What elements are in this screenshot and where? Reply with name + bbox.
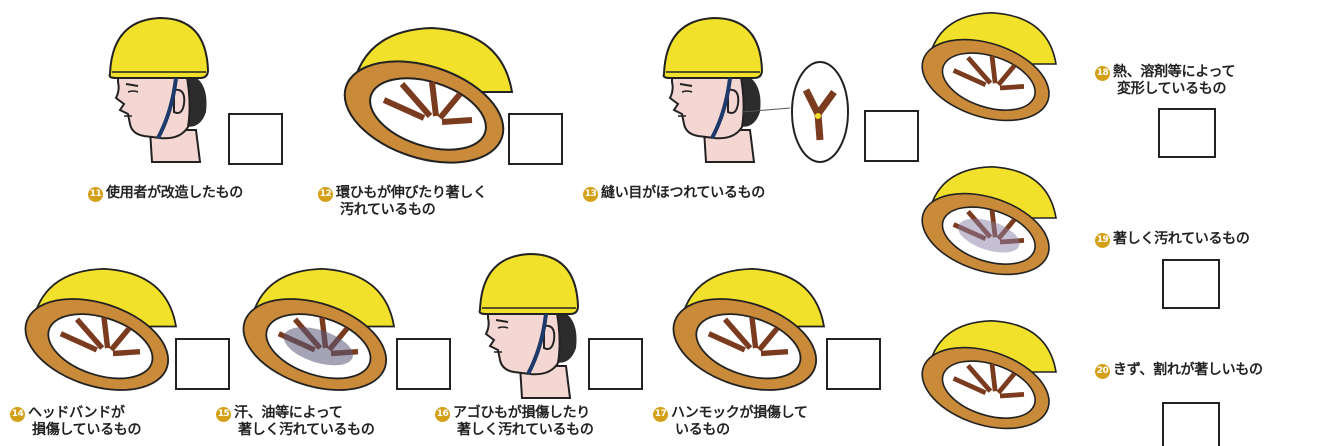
checkbox-14[interactable] [175, 338, 230, 390]
checkbox-15[interactable] [396, 338, 451, 390]
checkbox-18[interactable] [1158, 108, 1216, 158]
checkbox-16[interactable] [588, 338, 643, 390]
helmet-heat-deformed-illustration [912, 4, 1072, 132]
helmet-hammock-damaged-illustration [662, 262, 842, 400]
number-badge: 16 [435, 407, 450, 422]
helmet-modified-illustration [107, 16, 210, 164]
helmet-headband-damaged-illustration [14, 262, 194, 400]
helmet-strap-stretched-illustration [332, 22, 532, 172]
checkbox-12[interactable] [508, 113, 563, 165]
checkbox-19[interactable] [1162, 259, 1220, 309]
checkbox-11[interactable] [228, 113, 283, 165]
number-badge: 14 [10, 407, 25, 422]
number-badge: 19 [1095, 233, 1110, 248]
number-badge: 18 [1095, 66, 1110, 81]
helmet-heavily-soiled-illustration [912, 158, 1072, 286]
helmet-cracked-illustration [912, 312, 1072, 440]
number-badge: 12 [318, 187, 333, 202]
number-badge: 20 [1095, 364, 1110, 379]
number-badge: 17 [653, 407, 668, 422]
number-badge: 13 [583, 187, 598, 202]
checkbox-17[interactable] [826, 338, 881, 390]
helmet-chinstrap-damaged-illustration [477, 252, 580, 400]
checkbox-13[interactable] [864, 110, 919, 162]
helmet-sweat-oil-stained-illustration [232, 262, 412, 400]
number-badge: 11 [88, 187, 103, 202]
helmet-seam-frayed-illustration [661, 16, 849, 164]
number-badge: 15 [216, 407, 231, 422]
checkbox-20[interactable] [1162, 402, 1220, 446]
